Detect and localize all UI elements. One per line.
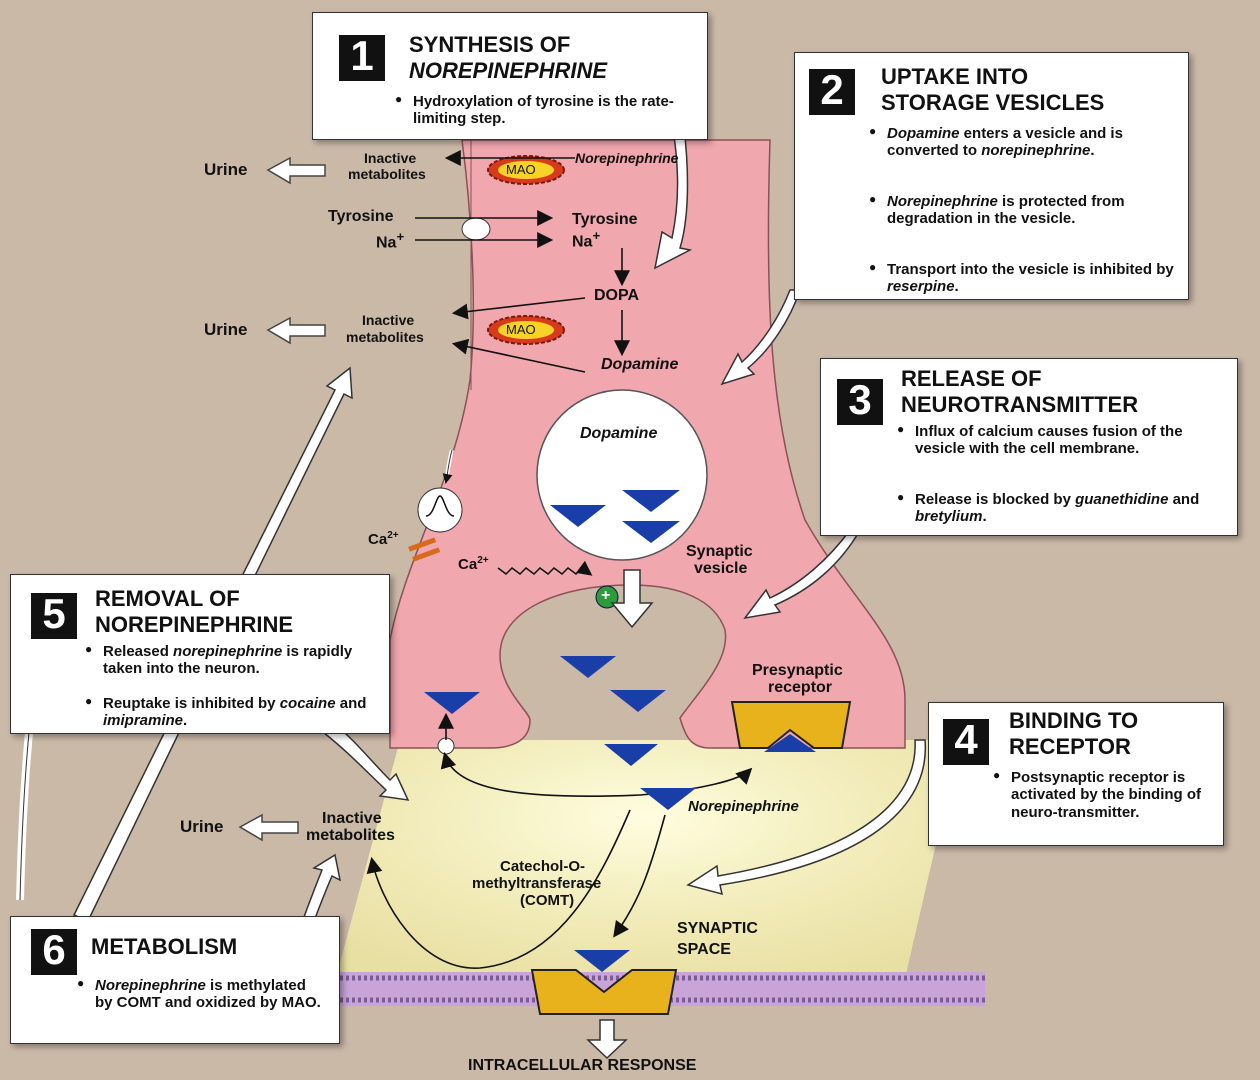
comt-label-1: Catechol-O- xyxy=(500,858,585,875)
step-number-6: 6 xyxy=(31,929,77,975)
norepinephrine-label-top: Norepinephrine xyxy=(575,150,678,166)
mao-label-top: MAO xyxy=(506,162,536,177)
tyrosine-transporter xyxy=(462,218,490,240)
uptake-bullet-1: Dopamine enters a vesicle and is convert… xyxy=(887,125,1167,160)
and-text: and xyxy=(1168,491,1199,508)
removal-bullet-2-text: Reuptake is inhibited by xyxy=(103,695,280,712)
uptake-bullet-3: Transport into the vesicle is inhibited … xyxy=(887,261,1177,296)
release-title-line2: NEUROTRANSMITTER xyxy=(901,393,1138,417)
plus-sign: + xyxy=(601,587,610,605)
uptake-bullet-2: Norepinephrine is protected from degrada… xyxy=(887,193,1167,228)
synthesis-bullet: Hydroxylation of tyrosine is the rate-li… xyxy=(413,93,693,128)
inactive-label-middle: Inactive xyxy=(362,312,414,328)
action-potential-icon xyxy=(418,488,462,532)
release-bullet-1: Influx of calcium causes fusion of the v… xyxy=(915,423,1195,458)
calcium-label-inside: Ca2+ xyxy=(458,555,489,573)
sodium-text: Na xyxy=(376,234,396,251)
tyrosine-label-inside: Tyrosine xyxy=(572,211,638,229)
sodium-charge: + xyxy=(592,228,600,243)
step-number-4: 4 xyxy=(943,719,989,765)
uptake-title-line2: STORAGE VESICLES xyxy=(881,91,1104,115)
presynaptic-receptor xyxy=(732,702,850,752)
metabolism-bullet-1: Norepinephrine is methylated by COMT and… xyxy=(95,977,325,1012)
uptake-title-line1: UPTAKE INTO xyxy=(881,65,1028,89)
sodium-text: Na xyxy=(572,233,592,250)
mao-label-middle: MAO xyxy=(506,322,536,337)
removal-bullet-1-text: Released xyxy=(103,643,173,660)
bretylium-term: bretylium xyxy=(915,508,983,525)
binding-bullet-1: Postsynaptic receptor is activated by th… xyxy=(1011,769,1221,821)
removal-bullet-1: Released norepinephrine is rapidly taken… xyxy=(103,643,383,678)
dopamine-label-cytoplasm: Dopamine xyxy=(601,356,678,374)
urine-label-top: Urine xyxy=(204,160,247,180)
metabolites-label-top: metabolites xyxy=(348,166,426,182)
reuptake-transporter xyxy=(438,738,454,754)
calcium-label-outside: Ca2+ xyxy=(368,530,399,548)
dopa-label: DOPA xyxy=(594,287,639,305)
calcium-charge: 2+ xyxy=(477,555,488,566)
uptake-bullet-3-text: Transport into the vesicle is inhibited … xyxy=(887,261,1174,278)
comt-label-3: (COMT) xyxy=(520,892,574,909)
synaptic-space-label-2: SPACE xyxy=(677,941,731,959)
release-title-line1: RELEASE OF xyxy=(901,367,1042,391)
sodium-label-inside: Na+ xyxy=(572,228,600,251)
sodium-charge: + xyxy=(396,229,404,244)
norepinephrine-label-cleft: Norepinephrine xyxy=(688,798,799,815)
step-number-5: 5 xyxy=(31,593,77,639)
tyrosine-label-outside: Tyrosine xyxy=(328,208,394,226)
presynaptic-receptor-label-1: Presynaptic xyxy=(752,662,843,680)
sodium-label-outside: Na+ xyxy=(376,229,404,252)
reserpine-term: reserpine xyxy=(887,278,955,295)
norepinephrine-term: norepinephrine xyxy=(981,142,1090,159)
synaptic-space-label-1: SYNAPTIC xyxy=(677,920,758,938)
removal-title-line1: REMOVAL OF xyxy=(95,587,240,611)
calcium-charge: 2+ xyxy=(387,530,398,541)
synaptic-vesicle-label-2: vesicle xyxy=(694,560,747,578)
norepinephrine-term: norepinephrine xyxy=(173,643,282,660)
comt-label-2: methyltransferase xyxy=(472,875,601,892)
presynaptic-receptor-label-2: receptor xyxy=(768,679,832,697)
synthesis-title-line2: NOREPINEPHRINE xyxy=(409,59,607,83)
urine-label-middle: Urine xyxy=(204,320,247,340)
metabolism-box: 6 METABOLISM Norepinephrine is methylate… xyxy=(10,916,340,1044)
urine-label-bottom: Urine xyxy=(180,817,223,837)
inactive-label-bottom: Inactive xyxy=(322,810,382,828)
norepinephrine-term: Norepinephrine xyxy=(95,977,206,994)
synaptic-vesicle-label-1: Synaptic xyxy=(686,543,753,561)
removal-bullet-2: Reuptake is inhibited by cocaine and imi… xyxy=(103,695,383,730)
synaptic-cleft xyxy=(330,740,960,1000)
synthesis-box: 1 SYNTHESIS OF NOREPINEPHRINE Hydroxylat… xyxy=(312,12,708,140)
step-number-1: 1 xyxy=(339,35,385,81)
metabolism-title: METABOLISM xyxy=(91,935,237,959)
intracellular-response-label: INTRACELLULAR RESPONSE xyxy=(468,1057,696,1075)
metabolites-label-bottom: metabolites xyxy=(306,827,395,845)
synthesis-title-line1: SYNTHESIS OF xyxy=(409,33,570,57)
release-bullet-2: Release is blocked by guanethidine and b… xyxy=(915,491,1215,526)
imipramine-term: imipramine xyxy=(103,712,183,729)
calcium-text: Ca xyxy=(458,556,477,573)
guanethidine-term: guanethidine xyxy=(1075,491,1168,508)
binding-title-line1: BINDING TO xyxy=(1009,709,1138,733)
norepinephrine-term: Norepinephrine xyxy=(887,193,998,210)
binding-title-line2: RECEPTOR xyxy=(1009,735,1131,759)
inactive-label-top: Inactive xyxy=(364,150,416,166)
cocaine-term: cocaine xyxy=(280,695,336,712)
removal-box: 5 REMOVAL OF NOREPINEPHRINE Released nor… xyxy=(10,574,390,734)
removal-title-line2: NOREPINEPHRINE xyxy=(95,613,293,637)
calcium-text: Ca xyxy=(368,531,387,548)
uptake-box: 2 UPTAKE INTO STORAGE VESICLES Dopamine … xyxy=(794,52,1189,300)
and-text: and xyxy=(336,695,367,712)
release-box: 3 RELEASE OF NEUROTRANSMITTER Influx of … xyxy=(820,358,1238,536)
intracellular-response-arrow xyxy=(588,1020,626,1058)
metabolites-label-middle: metabolites xyxy=(346,329,424,345)
binding-box: 4 BINDING TO RECEPTOR Postsynaptic recep… xyxy=(928,702,1224,846)
step-number-2: 2 xyxy=(809,69,855,115)
dopamine-label-vesicle: Dopamine xyxy=(580,425,657,443)
synaptic-vesicle xyxy=(537,390,707,560)
step-number-3: 3 xyxy=(837,379,883,425)
release-bullet-2-text: Release is blocked by xyxy=(915,491,1075,508)
dopamine-term: Dopamine xyxy=(887,125,960,142)
